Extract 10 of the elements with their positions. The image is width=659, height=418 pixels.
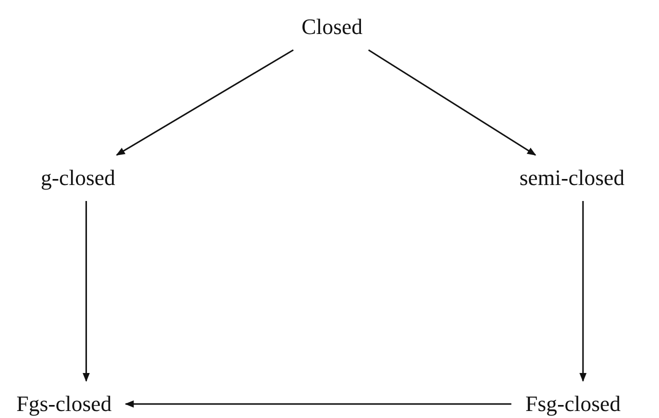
node-label: Closed <box>287 4 377 50</box>
arrow <box>116 49 294 156</box>
node-label: g-closed <box>26 155 130 201</box>
arrow <box>82 201 90 382</box>
arrow <box>124 400 512 408</box>
node-label: Fsg-closed <box>511 381 635 418</box>
node-label: semi-closed <box>505 155 639 201</box>
arrow <box>368 49 536 156</box>
arrow <box>579 201 587 382</box>
node-label: Fgs-closed <box>2 381 126 418</box>
